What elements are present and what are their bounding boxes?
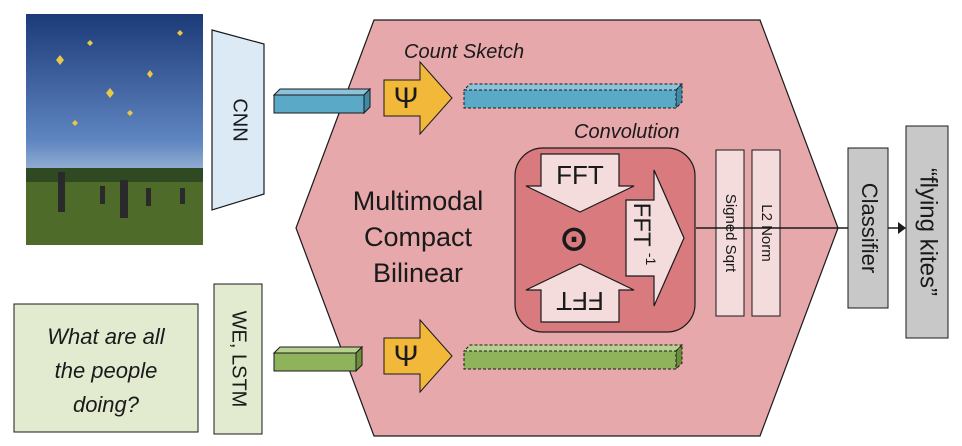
- cnn-box: CNN: [211, 29, 265, 211]
- fft-top-label: FFT: [556, 160, 604, 190]
- lstm-feature-bar: [272, 345, 364, 373]
- sketch-bar-blue: [462, 82, 684, 110]
- count-sketch-label: Count Sketch: [404, 41, 524, 63]
- fft-bottom-arrow: FFT: [525, 263, 635, 323]
- signed-sqrt-box: Signed Sqrt: [715, 149, 745, 317]
- psi-arrow-top: Ψ: [383, 60, 453, 136]
- question-box: What are all the people doing?: [13, 303, 199, 433]
- convolution-label: Convolution: [574, 121, 680, 143]
- signed-sqrt-label: Signed Sqrt: [722, 194, 739, 273]
- fft-bottom-label: FFT: [556, 286, 604, 316]
- inverse-fft-arrow: FFT -1: [625, 169, 685, 307]
- we-lstm-label: WE, LSTM: [228, 311, 250, 408]
- svg-text:FFT -1: FFT -1: [628, 203, 660, 266]
- we-lstm-box: WE, LSTM: [213, 283, 263, 435]
- inverse-fft-sup: -1: [643, 253, 659, 266]
- classifier-box: Classifier: [847, 147, 889, 309]
- question-line-1: What are all: [47, 324, 165, 349]
- l2-norm-box: L2 Norm: [751, 149, 781, 317]
- mcb-line-2: Compact: [364, 222, 473, 252]
- psi-arrow-bottom: Ψ: [383, 318, 453, 394]
- sketch-bar-green: [462, 343, 684, 371]
- mcb-line-3: Bilinear: [373, 258, 463, 288]
- classifier-label: Classifier: [857, 183, 882, 273]
- psi-symbol-top: Ψ: [393, 82, 418, 115]
- psi-symbol-bottom: Ψ: [393, 340, 418, 373]
- elementwise-product-symbol: ⊙: [560, 220, 589, 258]
- question-line-3: doing?: [73, 392, 140, 417]
- cnn-label: CNN: [229, 98, 251, 141]
- question-line-2: the people: [55, 358, 158, 383]
- mcb-label: Multimodal Compact Bilinear: [353, 186, 484, 288]
- answer-label: “flying kites”: [915, 168, 942, 296]
- inverse-fft-label: FFT: [628, 203, 655, 247]
- fft-top-arrow: FFT: [525, 153, 635, 213]
- cnn-feature-bar: [272, 87, 372, 115]
- mcb-line-1: Multimodal: [353, 186, 484, 216]
- kite-photo: [26, 14, 203, 245]
- l2-norm-label: L2 Norm: [758, 204, 775, 262]
- answer-box: “flying kites”: [905, 125, 949, 339]
